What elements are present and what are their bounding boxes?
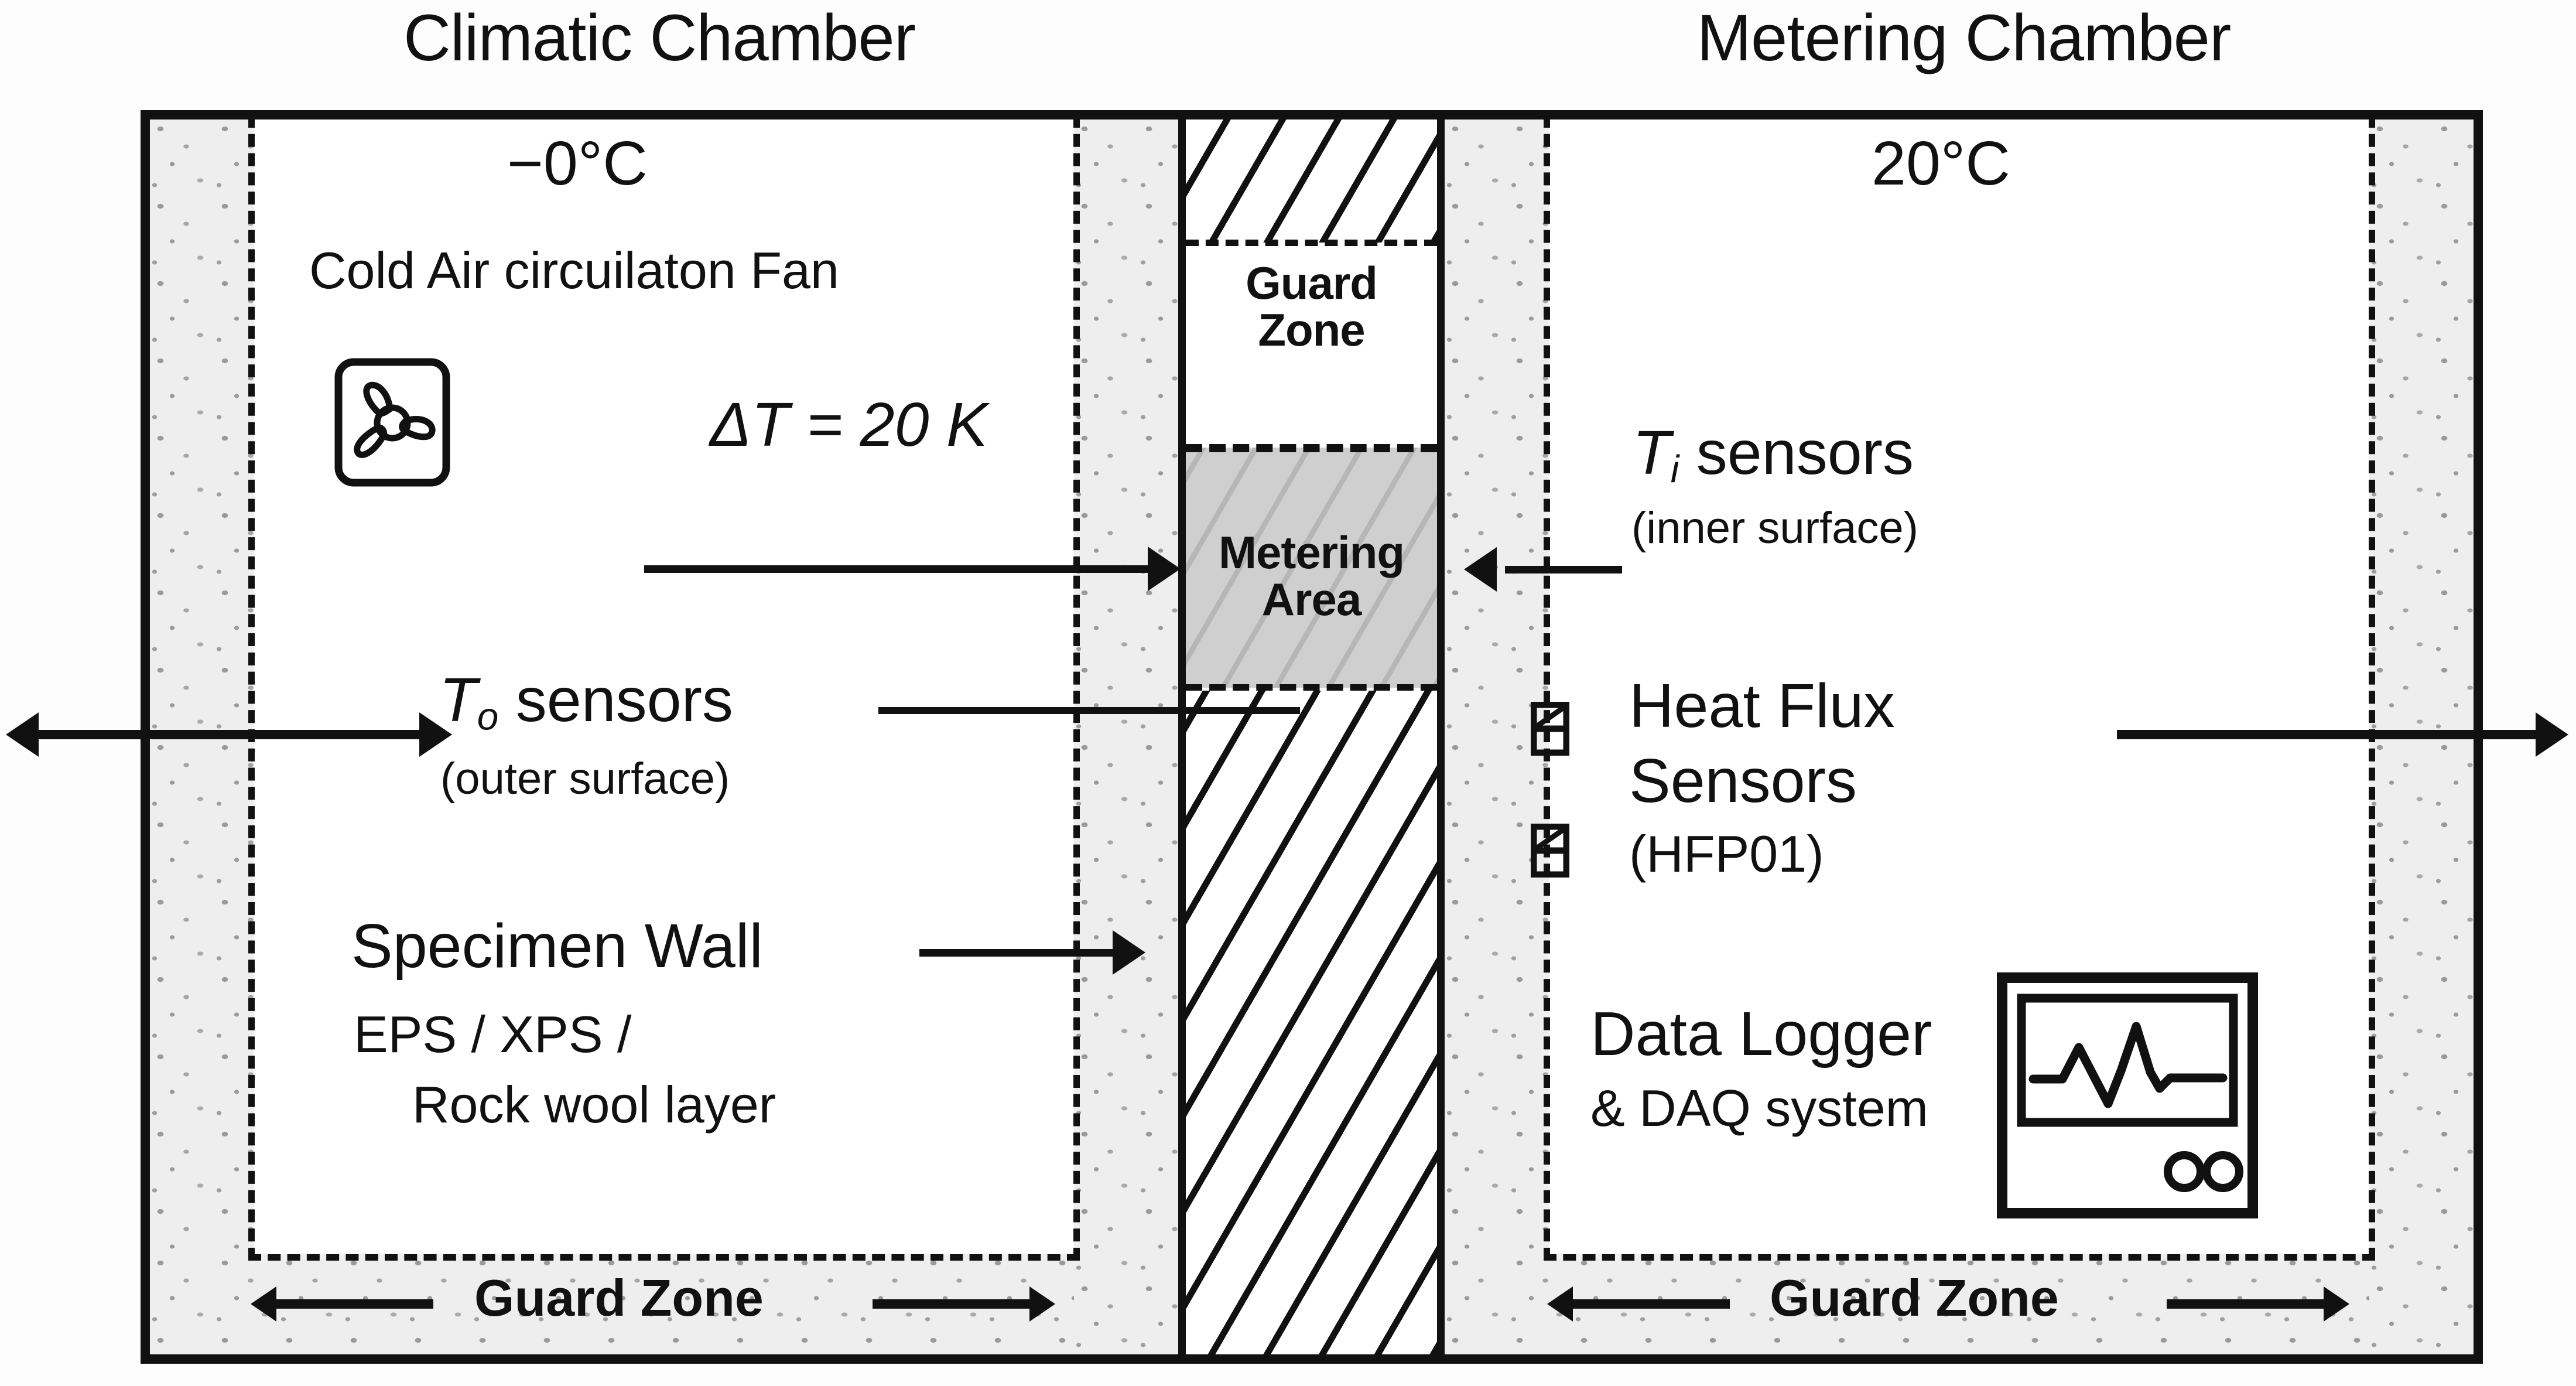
to-sensors-word: sensors xyxy=(498,665,733,735)
metering-area-label: Metering Area xyxy=(1186,527,1437,625)
guard-zone-left-arrow-head-right xyxy=(1029,1286,1055,1322)
heat-flux-sensor-icon-upper xyxy=(1530,701,1570,756)
ti-sensors-symbol: T xyxy=(1633,418,1671,487)
specimen-guard-zone-band xyxy=(1186,243,1437,448)
heat-flux-sensors-line-2: Sensors xyxy=(1629,746,1857,815)
oscilloscope-icon xyxy=(1997,972,2258,1218)
data-logger-line-2: & DAQ system xyxy=(1590,1079,1928,1137)
guard-zone-left-arrow-line-right xyxy=(873,1299,1031,1309)
ti-sensors-caption: (inner surface) xyxy=(1631,503,1918,553)
specimen-guard-zone-label-line2: Zone xyxy=(1258,303,1365,356)
guard-zone-label-left: Guard Zone xyxy=(474,1269,764,1327)
heat-flux-sensors-line-3: (HFP01) xyxy=(1629,825,1824,883)
to-sensors-label: To sensors xyxy=(439,665,733,738)
insulation-left-inner xyxy=(1074,120,1178,1354)
ti-sensors-arrow-head xyxy=(1464,547,1497,592)
specimen-wall-arrow-head xyxy=(1113,930,1145,975)
guard-zone-label-right: Guard Zone xyxy=(1770,1269,2059,1327)
specimen-hatch-top xyxy=(1186,120,1437,243)
specimen-guard-zone-label: Guard Zone xyxy=(1186,260,1437,353)
ti-sensors-word: sensors xyxy=(1679,418,1914,487)
to-sensors-subscript: o xyxy=(477,695,499,738)
specimen-guard-zone-label-line1: Guard xyxy=(1246,257,1378,309)
left-outward-arrow-head-right xyxy=(419,712,452,757)
to-sensors-caption: (outer surface) xyxy=(440,754,730,804)
left-outward-arrow-line xyxy=(35,730,422,739)
metering-area-divider-top xyxy=(1186,444,1437,452)
metering-area-divider-bottom xyxy=(1186,684,1437,692)
data-logger-line-1: Data Logger xyxy=(1590,999,1932,1068)
heat-flux-sensors-line-1: Heat Flux xyxy=(1629,671,1895,740)
delta-t-arrow-line xyxy=(644,565,1159,573)
heat-flux-sensor-icon-lower xyxy=(1530,823,1570,878)
specimen-hatch-bottom xyxy=(1186,691,1437,1354)
left-outward-arrow-head-left xyxy=(6,712,39,757)
right-outward-arrow-head xyxy=(2536,712,2568,757)
guard-zone-right-arrow-head-right xyxy=(2324,1286,2349,1322)
cold-air-fan-label: Cold Air circuilaton Fan xyxy=(309,241,839,299)
guard-zone-left-arrow-head-left xyxy=(251,1286,276,1322)
fan-icon xyxy=(334,357,451,487)
guard-zone-outline-left xyxy=(248,115,1080,1261)
specimen-wall-column: Guard Zone Metering Area xyxy=(1178,120,1445,1354)
metering-area-label-line1: Metering xyxy=(1218,527,1405,578)
delta-t-label: ΔT = 20 K xyxy=(710,390,988,459)
left-chamber-temperature: −0°C xyxy=(507,129,648,198)
to-sensors-leader-line xyxy=(878,707,1300,714)
guard-zone-right-arrow-head-left xyxy=(1547,1286,1573,1322)
ti-sensors-label: Ti sensors xyxy=(1633,418,1914,491)
right-outward-arrow-line xyxy=(2117,730,2539,739)
metering-area-band xyxy=(1186,448,1437,688)
ti-sensors-arrow-line xyxy=(1505,566,1622,573)
ti-sensors-subscript: i xyxy=(1670,448,1679,491)
metering-area-label-line2: Area xyxy=(1261,573,1361,625)
specimen-material-line-2: Rock wool layer xyxy=(412,1076,776,1134)
metering-chamber-title: Metering Chamber xyxy=(1696,1,2232,74)
right-chamber-temperature: 20°C xyxy=(1872,129,2010,198)
specimen-wall-arrow-line xyxy=(919,949,1118,957)
climatic-chamber-title: Climatic Chamber xyxy=(403,1,916,74)
guard-zone-right-arrow-line-left xyxy=(1572,1299,1730,1309)
guard-zone-left-arrow-line-left xyxy=(275,1299,433,1309)
specimen-wall-label: Specimen Wall xyxy=(351,912,763,981)
guard-zone-outline-right xyxy=(1544,115,2375,1261)
delta-t-arrow-head xyxy=(1148,547,1181,591)
guard-zone-divider-top xyxy=(1186,240,1437,246)
specimen-material-line-1: EPS / XPS / xyxy=(354,1005,632,1063)
guard-zone-right-arrow-line-right xyxy=(2167,1299,2325,1309)
